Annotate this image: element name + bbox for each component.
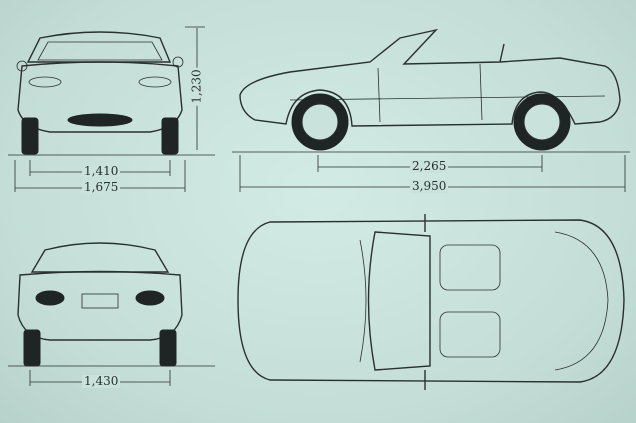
rear-view	[17, 242, 183, 367]
width-dimension-label: 1,675	[82, 180, 121, 194]
wheelbase-dimension-label: 2,265	[410, 159, 449, 173]
front-view	[16, 31, 184, 155]
height-dimension-label: 1,230	[189, 67, 204, 106]
side-view	[239, 28, 621, 151]
rear-track-dimension-label: 1,430	[82, 374, 121, 388]
length-dimension-label: 3,950	[410, 179, 449, 193]
top-view	[237, 214, 625, 390]
front-track-dimension-label: 1,410	[82, 164, 121, 178]
